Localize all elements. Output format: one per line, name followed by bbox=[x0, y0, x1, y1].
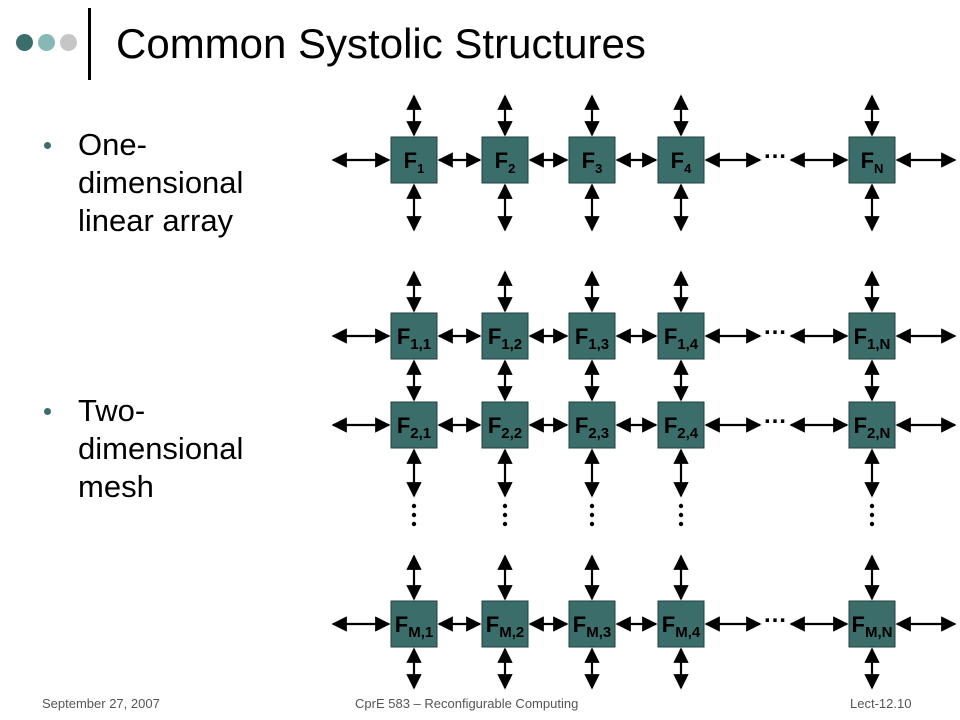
decor-dot-3 bbox=[60, 34, 77, 51]
mesh-cell-3-4 bbox=[657, 600, 705, 648]
mesh-cell-2-5 bbox=[848, 401, 896, 449]
linear-cell-3-label: F3 bbox=[582, 148, 603, 176]
bullet-marker bbox=[44, 142, 51, 149]
horizontal-ellipsis: … bbox=[763, 402, 787, 429]
decor-dot-1 bbox=[16, 34, 33, 51]
decor-dot-2 bbox=[38, 34, 55, 51]
bullet-marker bbox=[44, 408, 51, 415]
horizontal-ellipsis: … bbox=[763, 601, 787, 628]
mesh-cell-2-5-label: F2,N bbox=[854, 413, 891, 442]
bullet-line: linear array bbox=[78, 203, 234, 238]
vertical-ellipsis-dot bbox=[589, 521, 595, 527]
bullet-line: mesh bbox=[78, 469, 154, 504]
vertical-ellipsis-dot bbox=[678, 512, 684, 518]
vertical-ellipsis-dot bbox=[589, 503, 595, 509]
mesh-cell-3-1 bbox=[390, 600, 438, 648]
mesh-cell-3-3-label: FM,3 bbox=[573, 612, 611, 641]
vertical-ellipsis-dot bbox=[502, 521, 508, 527]
vertical-ellipsis-dot bbox=[502, 503, 508, 509]
mesh-cell-3-5 bbox=[848, 600, 896, 648]
mesh-cell-2-1-label: F2,1 bbox=[397, 413, 431, 442]
mesh-cell-3-5-label: FM,N bbox=[852, 612, 893, 641]
mesh-cell-1-3 bbox=[568, 312, 616, 360]
mesh-cell-2-1 bbox=[390, 401, 438, 449]
vertical-ellipsis-dot bbox=[411, 521, 417, 527]
mesh-cell-1-5-label: F1,N bbox=[854, 324, 891, 353]
horizontal-ellipsis: … bbox=[763, 313, 787, 340]
vertical-ellipsis-dot bbox=[411, 512, 417, 518]
mesh-cell-1-1-label: F1,1 bbox=[397, 324, 431, 353]
linear-cell-5-label: FN bbox=[861, 148, 884, 176]
horizontal-ellipsis: … bbox=[763, 137, 787, 164]
bullet-line: One- bbox=[78, 127, 147, 162]
mesh-cell-2-4-label: F2,4 bbox=[664, 413, 699, 442]
linear-cell-4-label: F4 bbox=[671, 148, 692, 176]
mesh-cell-1-2 bbox=[481, 312, 529, 360]
mesh-cell-2-4 bbox=[657, 401, 705, 449]
mesh-cell-3-1-label: FM,1 bbox=[395, 612, 433, 641]
mesh-cell-2-3 bbox=[568, 401, 616, 449]
mesh-cell-1-2-label: F1,2 bbox=[488, 324, 522, 353]
vertical-ellipsis-dot bbox=[869, 512, 875, 518]
mesh-cell-2-2-label: F2,2 bbox=[488, 413, 522, 442]
linear-cell-3 bbox=[568, 136, 616, 184]
mesh-cell-3-3 bbox=[568, 600, 616, 648]
bullet-line: Two- bbox=[78, 393, 146, 428]
footer-lecture: Lect-12.10 bbox=[850, 696, 912, 711]
vertical-ellipsis-dot bbox=[869, 503, 875, 509]
linear-cell-1 bbox=[390, 136, 438, 184]
slide-title: Common Systolic Structures bbox=[116, 20, 646, 67]
mesh-cell-1-4 bbox=[657, 312, 705, 360]
mesh-cell-3-2 bbox=[481, 600, 529, 648]
title-decoration-dots bbox=[16, 34, 86, 52]
bullet-mesh: Two- dimensional mesh bbox=[44, 392, 294, 506]
vertical-ellipsis-dot bbox=[502, 512, 508, 518]
linear-cell-5 bbox=[848, 136, 896, 184]
bullet-line: dimensional bbox=[78, 165, 244, 200]
footer-course: CprE 583 – Reconfigurable Computing bbox=[355, 696, 579, 711]
linear-cell-4 bbox=[657, 136, 705, 184]
linear-cell-2 bbox=[481, 136, 529, 184]
linear-cell-1-label: F1 bbox=[404, 148, 425, 176]
linear-cell-2-label: F2 bbox=[495, 148, 516, 176]
title-rule bbox=[88, 8, 91, 80]
vertical-ellipsis-dot bbox=[411, 503, 417, 509]
mesh-cell-1-4-label: F1,4 bbox=[664, 324, 699, 353]
mesh-cell-3-2-label: FM,2 bbox=[486, 612, 524, 641]
mesh-cell-1-3-label: F1,3 bbox=[575, 324, 609, 353]
mesh-cell-1-5 bbox=[848, 312, 896, 360]
vertical-ellipsis-dot bbox=[678, 503, 684, 509]
bullet-line: dimensional bbox=[78, 431, 244, 466]
bullet-linear-array: One- dimensional linear array bbox=[44, 126, 294, 240]
mesh-cell-2-3-label: F2,3 bbox=[575, 413, 609, 442]
vertical-ellipsis-dot bbox=[869, 521, 875, 527]
vertical-ellipsis-dot bbox=[589, 512, 595, 518]
mesh-cell-1-1 bbox=[390, 312, 438, 360]
mesh-cell-2-2 bbox=[481, 401, 529, 449]
footer-date: September 27, 2007 bbox=[42, 696, 160, 711]
vertical-ellipsis-dot bbox=[678, 521, 684, 527]
mesh-cell-3-4-label: FM,4 bbox=[662, 612, 701, 641]
